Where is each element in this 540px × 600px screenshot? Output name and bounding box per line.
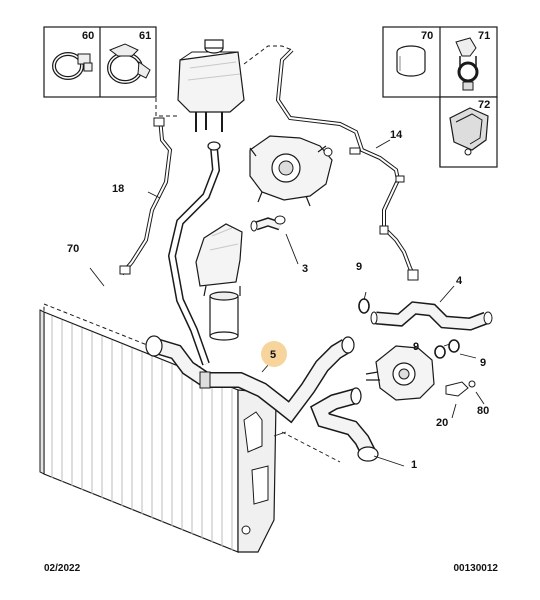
inset-label-71: 71	[478, 30, 490, 42]
radiator-hose-5	[145, 335, 355, 424]
callout-9-upper: 9	[356, 261, 362, 273]
band-clip-70-icon	[396, 45, 426, 77]
tank-leader-line	[243, 45, 293, 65]
o-ring-9-middle-icon	[434, 345, 446, 359]
inset-label-60: 60	[82, 30, 94, 42]
o-ring-9-right-icon	[448, 339, 460, 353]
heater-hose-4	[370, 301, 493, 331]
o-ring-9-upper-icon	[358, 298, 370, 314]
callout-1: 1	[411, 459, 417, 471]
radiator-hose-1	[309, 387, 379, 462]
inset-label-72: 72	[478, 99, 490, 111]
bracket-72-icon	[449, 107, 489, 156]
callout-80: 80	[477, 405, 489, 417]
oil-filter-module	[195, 223, 243, 341]
overflow-pipe-14	[275, 48, 419, 281]
callout-5: 5	[270, 349, 276, 361]
callout-9-right: 9	[480, 357, 486, 369]
callout-70: 70	[67, 243, 79, 255]
pipe-clip-71-icon	[455, 37, 479, 91]
callout-20: 20	[436, 417, 448, 429]
thermostat-housing	[365, 345, 435, 401]
water-outlet-housing	[249, 135, 333, 207]
leader-lines	[89, 139, 485, 467]
footer-date: 02/2022	[44, 563, 81, 574]
hose-clamp-61-icon	[107, 43, 151, 84]
hose-3	[250, 215, 286, 232]
inset-box-clamps-60-61: 60 61	[43, 26, 157, 98]
hose-clamp-60-icon	[52, 52, 93, 80]
highlight-marker-5	[261, 341, 287, 367]
footer-reference: 00130012	[453, 563, 499, 574]
inset-leader-line	[155, 98, 180, 117]
callout-18: 18	[112, 183, 124, 195]
tank-return-hose	[167, 141, 221, 366]
callout-4: 4	[456, 275, 463, 287]
expansion-tank	[177, 39, 245, 132]
bleed-pipe-18	[119, 117, 173, 276]
inset-box-clips-70-71-72: 70 71 72	[382, 26, 498, 168]
callout-9-middle: 9	[413, 341, 419, 353]
callout-14: 14	[390, 129, 403, 141]
callout-3: 3	[302, 263, 308, 275]
inset-label-61: 61	[139, 30, 151, 42]
inset-label-70: 70	[421, 30, 433, 42]
sensor-20	[445, 380, 476, 397]
